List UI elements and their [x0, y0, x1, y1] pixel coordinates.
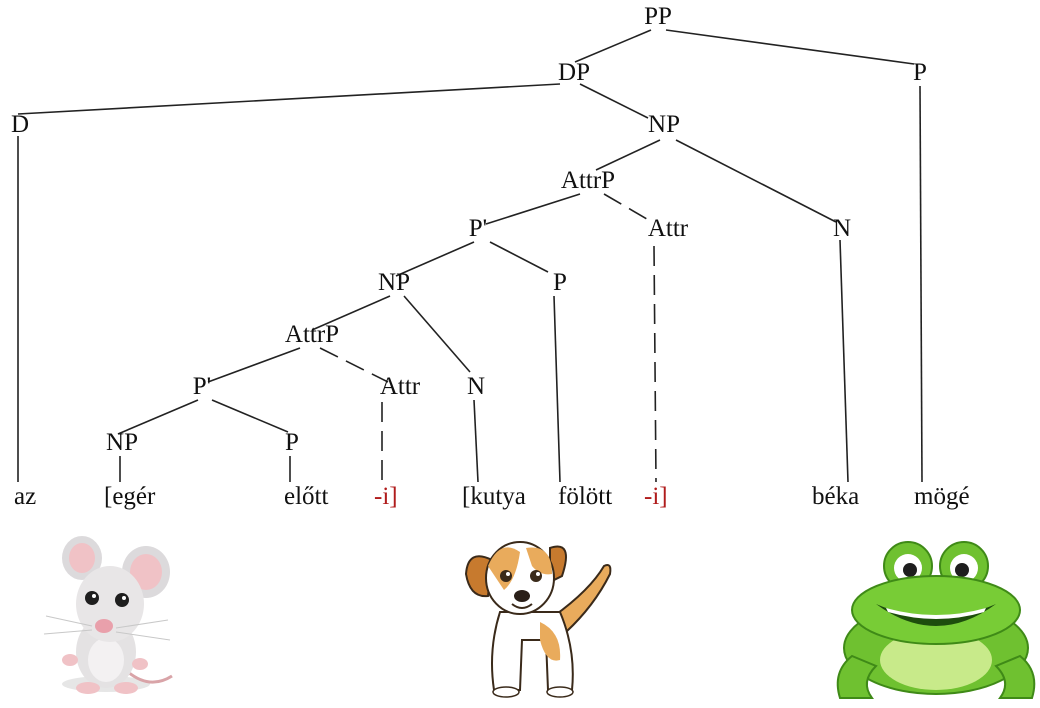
- node-pp: PP: [644, 3, 672, 30]
- word-elott: előtt: [284, 483, 328, 510]
- node-p-top: P: [913, 59, 927, 86]
- node-pbar-inner: P': [193, 373, 211, 400]
- node-n-beka: N: [833, 215, 851, 242]
- node-np-eger: NP: [106, 429, 138, 456]
- node-attr-inner: Attr: [380, 373, 421, 400]
- word-az: az: [14, 483, 36, 510]
- node-np-main: NP: [648, 111, 680, 138]
- word-eger: [egér: [104, 483, 156, 510]
- tree-edges: [17, 29, 915, 435]
- tree-words: az [egér előtt -i] [kutya fölött -i] bék…: [14, 483, 970, 510]
- node-p-folott: P: [553, 269, 567, 296]
- node-attrp-outer: AttrP: [561, 167, 615, 194]
- node-attr-outer: Attr: [648, 215, 689, 242]
- node-attrp-inner: AttrP: [285, 321, 339, 348]
- word-moge: mögé: [914, 483, 970, 510]
- node-n-kutya: N: [467, 373, 485, 400]
- word-beka: béka: [812, 483, 859, 510]
- frog-illustration: [836, 541, 1036, 699]
- word-suffix-i-1: -i]: [374, 483, 398, 510]
- mouse-illustration: [43, 536, 173, 694]
- leaf-edges: [17, 85, 923, 483]
- node-np-inner: NP: [378, 269, 410, 296]
- word-suffix-i-2: -i]: [644, 483, 668, 510]
- dog-illustration: [464, 541, 612, 698]
- node-dp: DP: [558, 59, 590, 86]
- node-p-elott: P: [285, 429, 299, 456]
- node-d: D: [11, 111, 29, 138]
- word-folott: fölött: [558, 483, 612, 510]
- word-kutya: [kutya: [462, 483, 526, 510]
- tree-nodes: PP DP P D NP AttrP P' Attr N NP P AttrP …: [11, 3, 927, 456]
- node-pbar-outer: P': [469, 215, 487, 242]
